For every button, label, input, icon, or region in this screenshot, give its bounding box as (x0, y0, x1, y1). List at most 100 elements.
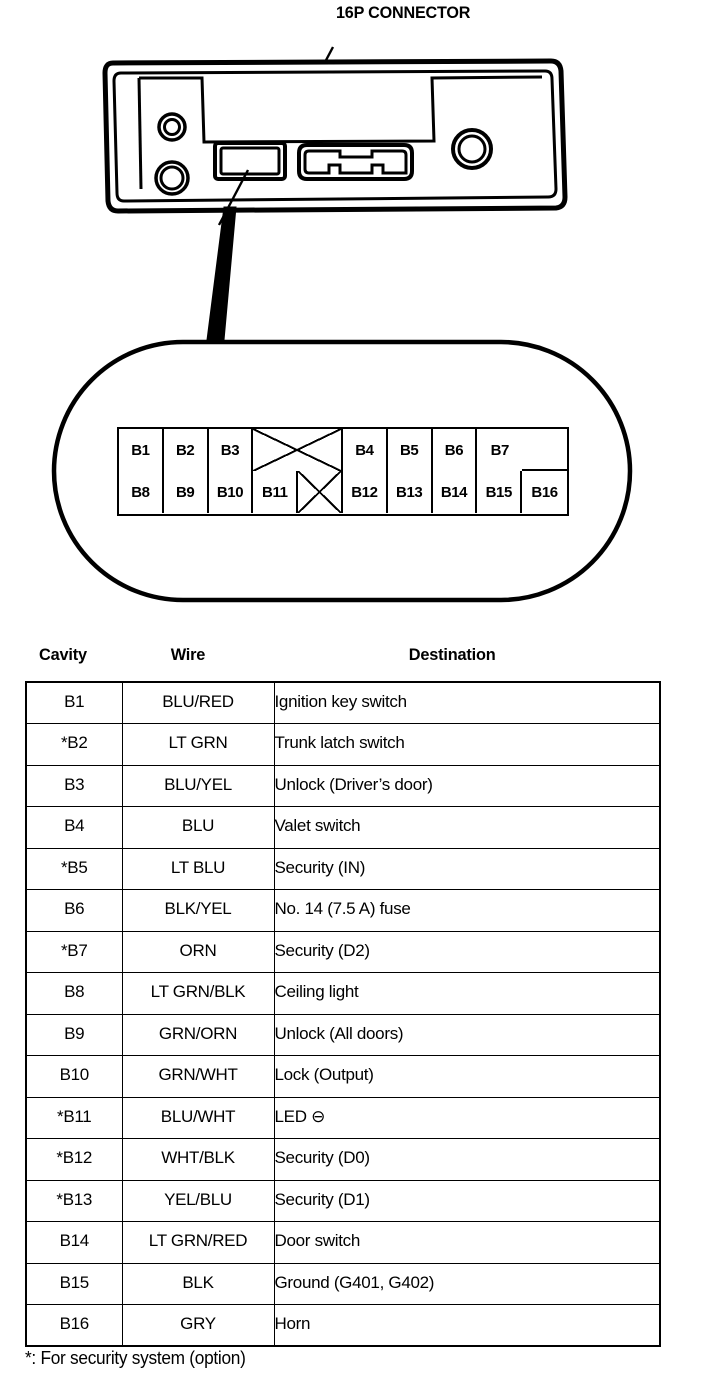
mounting-hole-lower-outer (154, 160, 190, 196)
cell-destination: Ceiling light (273, 972, 661, 1015)
pin-grid: B1 B2 B3 B4 B5 B6 B7 B8 B9 B10 B11 B12 B… (117, 427, 569, 516)
pin-grid-row-bottom: B8 B9 B10 B11 B12 B13 B14 B15 B16 (119, 471, 567, 513)
cell-destination: Ground (G401, G402) (273, 1262, 661, 1305)
cell-cavity: *B13 (25, 1179, 123, 1222)
pin-cell-b2[interactable]: B2 (163, 429, 209, 471)
pin-cell-b16[interactable]: B16 (522, 471, 567, 513)
port-16p-inner (219, 146, 281, 176)
connector-illustration (102, 46, 568, 341)
cell-destination: Security (D2) (273, 930, 661, 973)
cell-wire: LT GRN (121, 723, 275, 766)
pin-cell-b10[interactable]: B10 (208, 471, 254, 513)
page-title: 16P CONNECTOR (336, 3, 471, 22)
pin-cell-blank-top (253, 429, 343, 471)
cell-cavity: *B2 (25, 723, 123, 766)
table-column-headers: Cavity Wire Destination (25, 645, 659, 675)
pin-cell-b5[interactable]: B5 (387, 429, 433, 471)
mounting-hole-right-outer (451, 128, 493, 170)
cell-destination: Horn (273, 1304, 661, 1347)
pin-cell-b12[interactable]: B12 (342, 471, 388, 513)
pin-cell-b6[interactable]: B6 (432, 429, 478, 471)
cell-cavity: B4 (25, 806, 123, 849)
cell-destination: Valet switch (273, 806, 661, 849)
cell-destination: Unlock (All doors) (273, 1013, 661, 1056)
pin-cell-b9[interactable]: B9 (163, 471, 209, 513)
pin-cell-blank-bottom (298, 471, 343, 513)
cell-destination: Security (D0) (273, 1138, 661, 1181)
cell-cavity: *B7 (25, 930, 123, 973)
mounting-hole-lower-inner (159, 165, 185, 191)
cell-cavity: B16 (25, 1304, 123, 1347)
faceplate-step (139, 75, 543, 144)
pin-cell-b11[interactable]: B11 (253, 471, 299, 513)
cell-cavity: B15 (25, 1262, 123, 1305)
cell-wire: YEL/BLU (121, 1179, 275, 1222)
cell-wire: LT GRN/BLK (121, 972, 275, 1015)
cell-wire: GRN/WHT (121, 1055, 275, 1098)
cell-cavity: B3 (25, 764, 123, 807)
column-header-cavity: Cavity (38, 645, 87, 664)
cell-wire: LT GRN/RED (121, 1221, 275, 1264)
column-header-wire: Wire (170, 645, 206, 664)
cell-destination: No. 14 (7.5 A) fuse (273, 889, 661, 932)
cell-destination: Lock (Output) (273, 1055, 661, 1098)
cell-wire: GRN/ORN (121, 1013, 275, 1056)
cell-destination: Security (IN) (273, 847, 661, 890)
pin-cell-b7[interactable]: B7 (477, 429, 523, 471)
cell-cavity: B8 (25, 972, 123, 1015)
cell-wire: BLU/RED (121, 681, 275, 724)
cell-destination: Trunk latch switch (273, 723, 661, 766)
cell-destination: LED ⊖ (273, 1096, 661, 1139)
cell-cavity: *B12 (25, 1138, 123, 1181)
cell-destination: Unlock (Driver’s door) (273, 764, 661, 807)
column-header-destination: Destination (408, 645, 496, 664)
pin-cell-b14[interactable]: B14 (432, 471, 478, 513)
cell-cavity: B9 (25, 1013, 123, 1056)
cell-wire: BLU/YEL (121, 764, 275, 807)
cell-cavity: B10 (25, 1055, 123, 1098)
cell-wire: GRY (121, 1304, 275, 1347)
cell-wire: LT BLU (121, 847, 275, 890)
pin-cell-b3[interactable]: B3 (208, 429, 254, 471)
cell-cavity: *B11 (25, 1096, 123, 1139)
pin-grid-row-top: B1 B2 B3 B4 B5 B6 B7 (119, 429, 567, 471)
pin-cell-b1[interactable]: B1 (119, 429, 164, 471)
cell-cavity: B1 (25, 681, 123, 724)
cell-destination: Security (D1) (273, 1179, 661, 1222)
cell-wire: BLU (121, 806, 275, 849)
pin-cell-b8[interactable]: B8 (119, 471, 164, 513)
table-footnote: *: For security system (option) (25, 1348, 246, 1368)
pin-cell-b13[interactable]: B13 (387, 471, 433, 513)
port-shaped-inner (303, 149, 408, 175)
mounting-hole-upper-outer (157, 112, 187, 142)
pin-cell-b4[interactable]: B4 (342, 429, 388, 471)
mounting-hole-right-inner (457, 134, 487, 164)
faceplate-step-left (137, 77, 143, 190)
cell-wire: BLK (121, 1262, 275, 1305)
cell-cavity: B6 (25, 889, 123, 932)
cell-destination: Door switch (273, 1221, 661, 1264)
cell-wire: ORN (121, 930, 275, 973)
mounting-hole-upper-inner (163, 118, 181, 136)
connector-housing-inner (112, 69, 558, 203)
cell-wire: BLK/YEL (121, 889, 275, 932)
pin-cell-b15[interactable]: B15 (477, 471, 523, 513)
cell-wire: WHT/BLK (121, 1138, 275, 1181)
cell-cavity: B14 (25, 1221, 123, 1264)
